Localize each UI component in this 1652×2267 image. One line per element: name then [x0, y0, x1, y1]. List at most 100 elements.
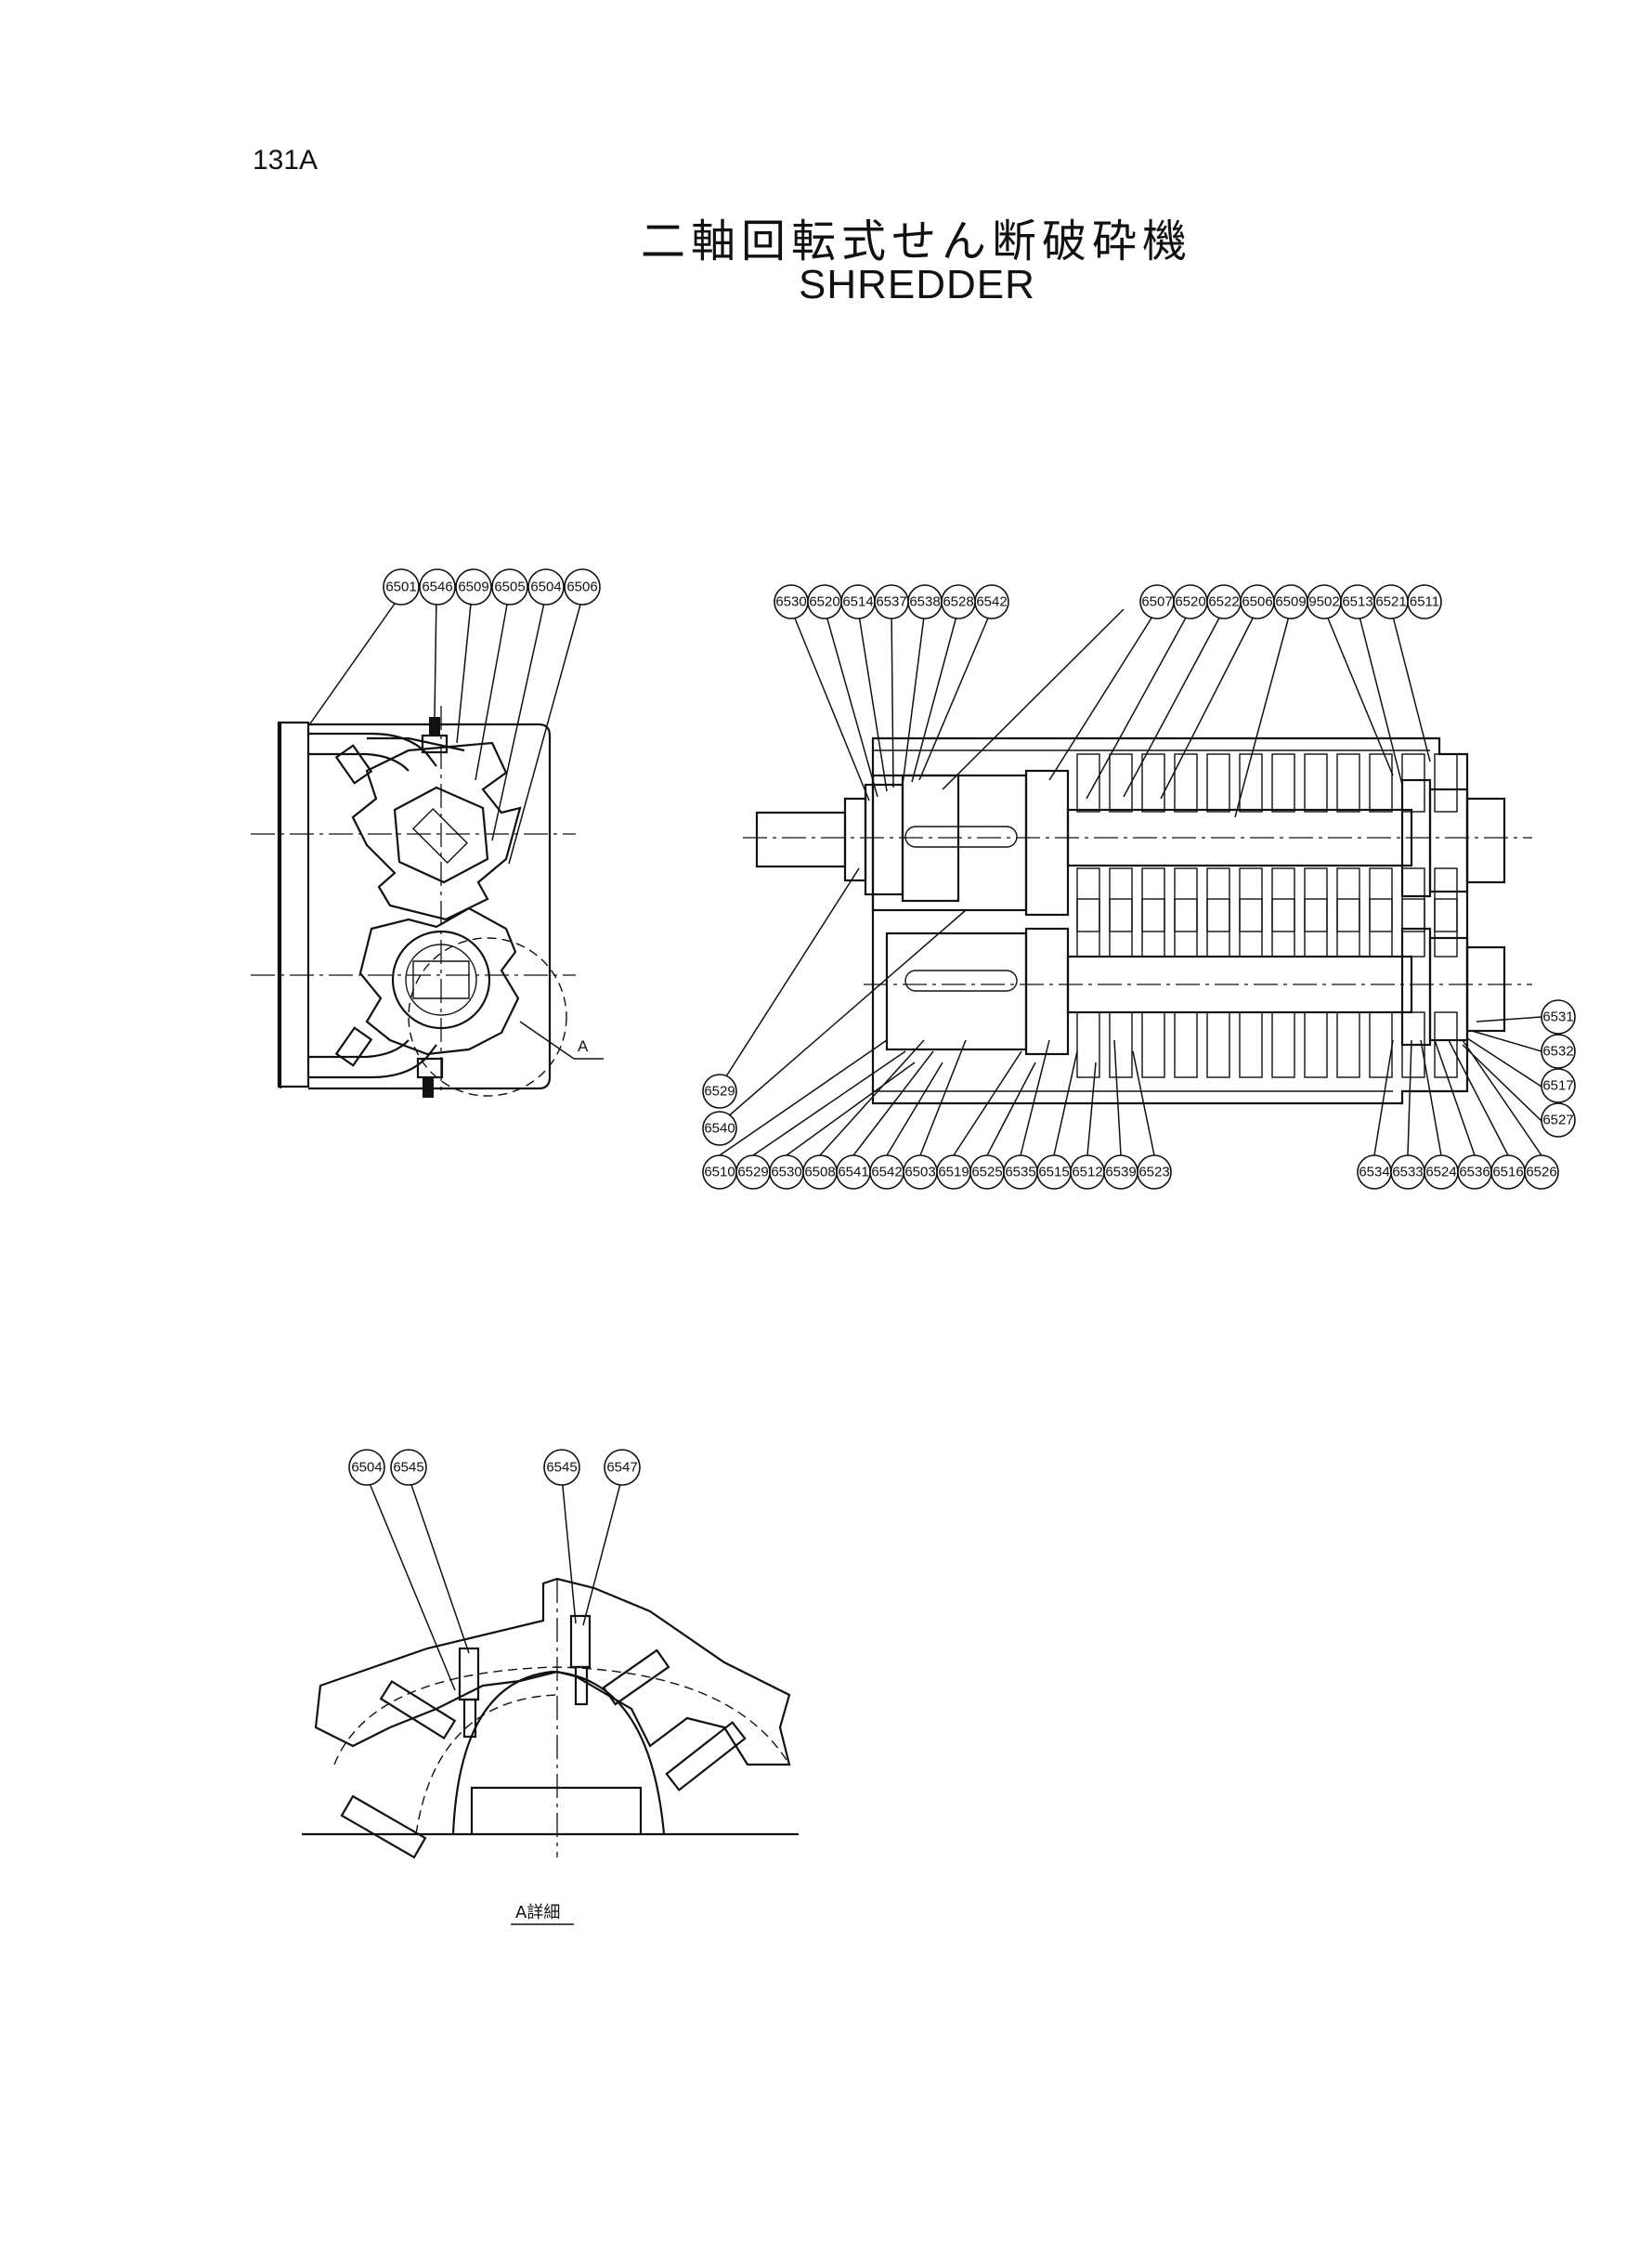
callout-6503: 6503 — [903, 1154, 938, 1190]
svg-text:6542: 6542 — [976, 594, 1007, 610]
svg-text:6509: 6509 — [458, 580, 488, 595]
cutter-disc — [1174, 867, 1198, 932]
callout-6547-3: 6547 — [604, 1449, 641, 1486]
cutter-disc — [1239, 1011, 1263, 1078]
callout-9502: 9502 — [1307, 584, 1342, 619]
svg-text:6528: 6528 — [943, 594, 973, 610]
svg-text:6511: 6511 — [1410, 594, 1439, 610]
cutter-disc — [1174, 898, 1198, 958]
cutter-disc — [1304, 1011, 1328, 1078]
cutter-disc — [1239, 867, 1263, 932]
detail-a-callouts: 6504 6545 6545 6547 — [348, 1449, 641, 1486]
callout-6545-2: 6545 — [543, 1449, 580, 1486]
svg-text:6546: 6546 — [422, 580, 452, 595]
svg-text:6525: 6525 — [971, 1165, 1002, 1180]
svg-text:6527: 6527 — [1542, 1113, 1573, 1128]
callout-6508: 6508 — [802, 1154, 838, 1190]
callout-6506: 6506 — [1240, 584, 1275, 619]
svg-text:6535: 6535 — [1005, 1165, 1035, 1180]
cutter-disc — [1336, 898, 1360, 958]
cutter-disc — [1434, 898, 1458, 958]
callout-6530: 6530 — [774, 584, 809, 619]
callout-6542: 6542 — [869, 1154, 904, 1190]
callout-6510: 6510 — [702, 1154, 737, 1190]
callout-6512: 6512 — [1070, 1154, 1105, 1190]
callout-6520: 6520 — [807, 584, 842, 619]
callout-6524: 6524 — [1424, 1154, 1459, 1190]
cutter-disc — [1401, 898, 1425, 958]
cutter-disc — [1401, 1011, 1425, 1078]
cutter-discs — [1076, 753, 1458, 1078]
cutter-disc — [1206, 867, 1230, 932]
cutter-disc — [1336, 753, 1360, 813]
svg-text:6520: 6520 — [809, 594, 839, 610]
cutter-disc — [1109, 867, 1133, 932]
callout-6529: 6529 — [735, 1154, 771, 1190]
cutter-disc — [1206, 898, 1230, 958]
svg-text:6533: 6533 — [1392, 1165, 1423, 1180]
cutter-disc — [1076, 867, 1100, 932]
svg-text:6536: 6536 — [1459, 1165, 1489, 1180]
callout-6504-0: 6504 — [348, 1449, 385, 1486]
cutter-disc — [1271, 753, 1295, 813]
svg-text:6541: 6541 — [838, 1165, 868, 1180]
svg-text:6504: 6504 — [351, 1460, 382, 1476]
callout-6537: 6537 — [874, 584, 909, 619]
cutter-disc — [1271, 867, 1295, 932]
svg-text:6505: 6505 — [494, 580, 525, 595]
cutter-disc — [1109, 1011, 1133, 1078]
cutter-disc — [1239, 898, 1263, 958]
callout-6507: 6507 — [1139, 584, 1175, 619]
callout-6536: 6536 — [1457, 1154, 1492, 1190]
cutter-disc — [1434, 867, 1458, 932]
callout-6505: 6505 — [491, 568, 528, 606]
cutter-disc — [1239, 753, 1263, 813]
svg-text:6530: 6530 — [771, 1165, 801, 1180]
svg-text:6519: 6519 — [938, 1165, 969, 1180]
callout-6540: 6540 — [702, 1111, 737, 1146]
callout-6513: 6513 — [1340, 584, 1375, 619]
callout-6509: 6509 — [455, 568, 492, 606]
cutter-disc — [1076, 898, 1100, 958]
cutter-disc — [1401, 753, 1425, 813]
cutter-disc — [1141, 898, 1165, 958]
callout-6515: 6515 — [1036, 1154, 1072, 1190]
svg-text:9502: 9502 — [1308, 594, 1339, 610]
callout-6529: 6529 — [702, 1074, 737, 1109]
title-japanese: 二軸回転式せん断破砕機 — [641, 215, 1193, 267]
svg-text:6516: 6516 — [1492, 1165, 1523, 1180]
cutter-disc — [1271, 898, 1295, 958]
cutter-disc — [1174, 1011, 1198, 1078]
svg-text:6545: 6545 — [546, 1460, 577, 1476]
callout-6506: 6506 — [564, 568, 601, 606]
cutter-disc — [1141, 867, 1165, 932]
callout-6545-1: 6545 — [390, 1449, 427, 1486]
svg-text:6545: 6545 — [393, 1460, 423, 1476]
svg-text:6521: 6521 — [1375, 594, 1406, 610]
callout-6531: 6531 — [1541, 999, 1576, 1035]
callout-6504: 6504 — [527, 568, 565, 606]
svg-text:6514: 6514 — [842, 594, 873, 610]
svg-text:6538: 6538 — [909, 594, 940, 610]
svg-text:6526: 6526 — [1526, 1165, 1556, 1180]
callout-6526: 6526 — [1524, 1154, 1559, 1190]
cutter-disc — [1076, 753, 1100, 813]
callout-6511: 6511 — [1407, 584, 1442, 619]
cutter-disc — [1304, 753, 1328, 813]
cutter-disc — [1141, 1011, 1165, 1078]
cutter-disc — [1434, 753, 1458, 813]
svg-text:6529: 6529 — [704, 1084, 735, 1100]
cutter-disc — [1369, 898, 1393, 958]
svg-text:6530: 6530 — [775, 594, 806, 610]
callout-6538: 6538 — [907, 584, 943, 619]
cutter-disc — [1271, 1011, 1295, 1078]
svg-text:6512: 6512 — [1072, 1165, 1102, 1180]
page-number: 131A — [253, 145, 319, 176]
